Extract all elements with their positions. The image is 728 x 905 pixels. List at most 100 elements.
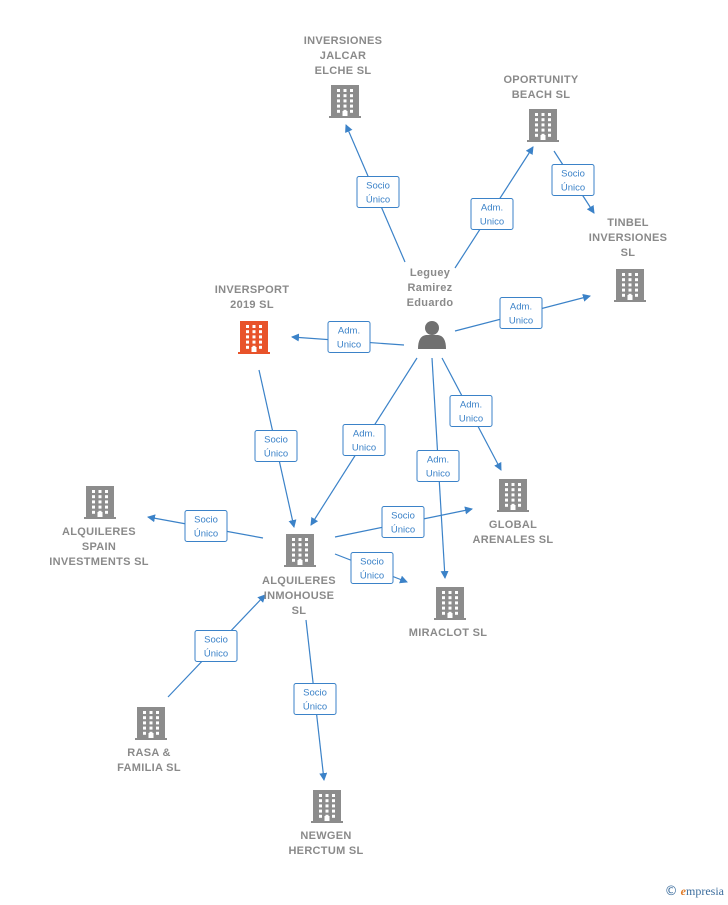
relation-label-box[interactable] xyxy=(356,176,400,208)
relation-label-text: Unico xyxy=(352,443,376,454)
building-icon xyxy=(238,321,270,354)
entity-label-line: Leguey xyxy=(410,267,451,279)
relation-label-text: Adm. xyxy=(427,455,449,466)
relation-label-box[interactable] xyxy=(293,683,337,715)
relation-label-box[interactable] xyxy=(350,552,394,584)
relation-p_inmohouse: Adm. Unico xyxy=(310,357,418,526)
entity-label-line: RASA & xyxy=(127,747,171,759)
relation-label-box[interactable] xyxy=(254,430,298,462)
entity-label-line: INVERSIONES xyxy=(304,35,383,47)
relation-label-box[interactable] xyxy=(327,321,371,353)
relation-label-text: Único xyxy=(366,195,390,206)
building-icon xyxy=(284,534,316,567)
building-icon xyxy=(527,109,559,142)
relation-label-box[interactable] xyxy=(416,450,460,482)
entity-label-line: SPAIN xyxy=(82,541,116,553)
entity-label-line: Ramirez xyxy=(408,282,453,294)
relation-label-box[interactable] xyxy=(499,297,543,329)
entity-label-line: BEACH SL xyxy=(512,89,571,101)
entity-label-line: Eduardo xyxy=(407,297,454,309)
person-icon xyxy=(418,321,446,349)
node-alq_spain[interactable]: ALQUILERES SPAIN INVESTMENTS SL xyxy=(49,486,149,568)
relation-label-text: Adm. xyxy=(353,429,375,440)
entity-label-line: 2019 SL xyxy=(230,299,274,311)
relation-label-box[interactable] xyxy=(470,198,514,230)
building-icon xyxy=(311,790,343,823)
relation-label-text: Unico xyxy=(426,469,450,480)
relation-label-box[interactable] xyxy=(551,164,595,196)
relation-label-text: Socio xyxy=(204,635,228,646)
node-global[interactable]: GLOBAL ARENALES SL xyxy=(473,479,554,546)
entity-label-line: ARENALES SL xyxy=(473,534,554,546)
building-icon xyxy=(84,486,116,519)
brand-name: mpresia xyxy=(686,884,724,898)
entity-label-line: SL xyxy=(292,605,307,617)
relation-label-text: Adm. xyxy=(481,203,503,214)
entity-label-line: INMOHOUSE xyxy=(264,590,335,602)
entity-label-line: ALQUILERES xyxy=(262,575,336,587)
relation-label-text: Único xyxy=(360,571,384,582)
entity-label-line: FAMILIA SL xyxy=(117,762,181,774)
relations-layer: SocioÚnicoAdm.UnicoSocioÚnicoAdm.UnicoAd… xyxy=(147,124,595,781)
relation-label-box[interactable] xyxy=(342,424,386,456)
entity-label-line: MIRACLOT SL xyxy=(409,627,487,639)
entity-label-line: INVESTMENTS SL xyxy=(49,556,149,568)
entity-label-line: INVERSIONES xyxy=(589,232,668,244)
entity-label-line: JALCAR xyxy=(320,50,366,62)
node-alq_inmohouse[interactable]: ALQUILERES INMOHOUSE SL xyxy=(262,534,336,617)
building-icon xyxy=(434,587,466,620)
node-inversport[interactable]: INVERSPORT 2019 SL xyxy=(215,284,290,354)
entity-label-line: ELCHE SL xyxy=(315,65,372,77)
node-jalcar[interactable]: INVERSIONES JALCAR ELCHE SL xyxy=(304,35,383,118)
relation-label-text: Unico xyxy=(337,340,361,351)
entity-label-line: ALQUILERES xyxy=(62,526,136,538)
copyright-icon: © xyxy=(664,884,678,899)
relation-label-text: Socio xyxy=(561,169,585,180)
relation-label-box[interactable] xyxy=(381,506,425,538)
node-miraclot[interactable]: MIRACLOT SL xyxy=(409,587,487,639)
node-newgen[interactable]: NEWGEN HERCTUM SL xyxy=(288,790,363,857)
relation-label-text: Socio xyxy=(360,557,384,568)
relation-label-text: Único xyxy=(194,529,218,540)
building-icon xyxy=(329,85,361,118)
relation-label-text: Único xyxy=(204,649,228,660)
building-icon xyxy=(135,707,167,740)
relation-p_oportunity: Adm.Unico xyxy=(454,146,534,269)
relation-p_miraclot: Adm. Unico xyxy=(416,357,460,579)
relation-label-text: Socio xyxy=(264,435,288,446)
relation-label-box[interactable] xyxy=(184,510,228,542)
entity-label-line: TINBEL xyxy=(607,217,649,229)
entity-label-line: HERCTUM SL xyxy=(288,845,363,857)
relation-label-text: Unico xyxy=(509,316,533,327)
relation-p_global: Adm.Unico xyxy=(441,357,502,471)
relation-label-box[interactable] xyxy=(194,630,238,662)
relation-label-text: Socio xyxy=(366,181,390,192)
entity-label-line: GLOBAL xyxy=(489,519,537,531)
entity-label-line: INVERSPORT xyxy=(215,284,290,296)
relation-label-text: Único xyxy=(264,449,288,460)
relation-label-text: Socio xyxy=(303,688,327,699)
relation-label-text: Socio xyxy=(391,511,415,522)
empresia-watermark: ©empresia xyxy=(665,884,724,899)
node-rasa[interactable]: RASA & FAMILIA SL xyxy=(117,707,181,774)
relation-label-text: Socio xyxy=(194,515,218,526)
building-icon xyxy=(497,479,529,512)
building-icon xyxy=(614,269,646,302)
relation-label-text: Unico xyxy=(459,414,483,425)
relation-label-box[interactable] xyxy=(449,395,493,427)
brand-initial: e xyxy=(680,884,686,898)
entity-label-line: NEWGEN xyxy=(300,830,351,842)
relation-label-text: Único xyxy=(561,183,585,194)
